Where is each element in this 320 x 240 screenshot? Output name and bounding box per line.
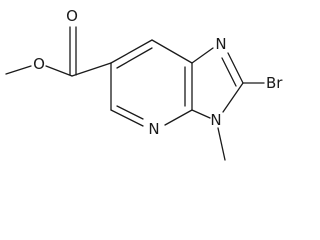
bond-imidazole-n3-c3a [191, 109, 211, 119]
molecule-structure-diagram: O O N N N Br [5, 7, 283, 161]
atom-label-ester-carbonyl-oxygen: O [66, 7, 78, 25]
bond-imidazole-n1-c2 [227, 52, 244, 84]
bond-ring-c6-c7-inner [116, 47, 153, 69]
atom-label-bromine: Br [266, 74, 283, 92]
bond-ring-n4-c5-inner [116, 105, 144, 120]
bond-imidazole-c7a-n1 [191, 47, 214, 64]
bond-methyl-ester-oxygen [5, 65, 32, 75]
bond-ester-oxygen-carbonyl-carbon [45, 65, 73, 77]
bond-ring-c3a-n4 [164, 109, 193, 126]
bonds [5, 26, 265, 161]
atom-label-imidazole-n3: N [210, 111, 221, 129]
bond-imidazole-c2-n3 [222, 82, 244, 113]
atom-label-pyridine-n: N [148, 120, 159, 138]
bond-n3-methyl [217, 127, 226, 161]
atom-labels: O O N N N Br [33, 7, 283, 138]
bond-imidazole-n1-c2-inner [221, 57, 237, 87]
bond-carbonyl-carbon-ring [71, 62, 112, 77]
bond-ring-c6-c7 [110, 39, 153, 64]
atom-label-ester-ether-oxygen: O [33, 55, 45, 73]
bond-ring-n4-c5 [110, 109, 144, 127]
atom-label-imidazole-n1: N [215, 35, 226, 53]
bond-ring-c7-c7a [151, 39, 193, 64]
